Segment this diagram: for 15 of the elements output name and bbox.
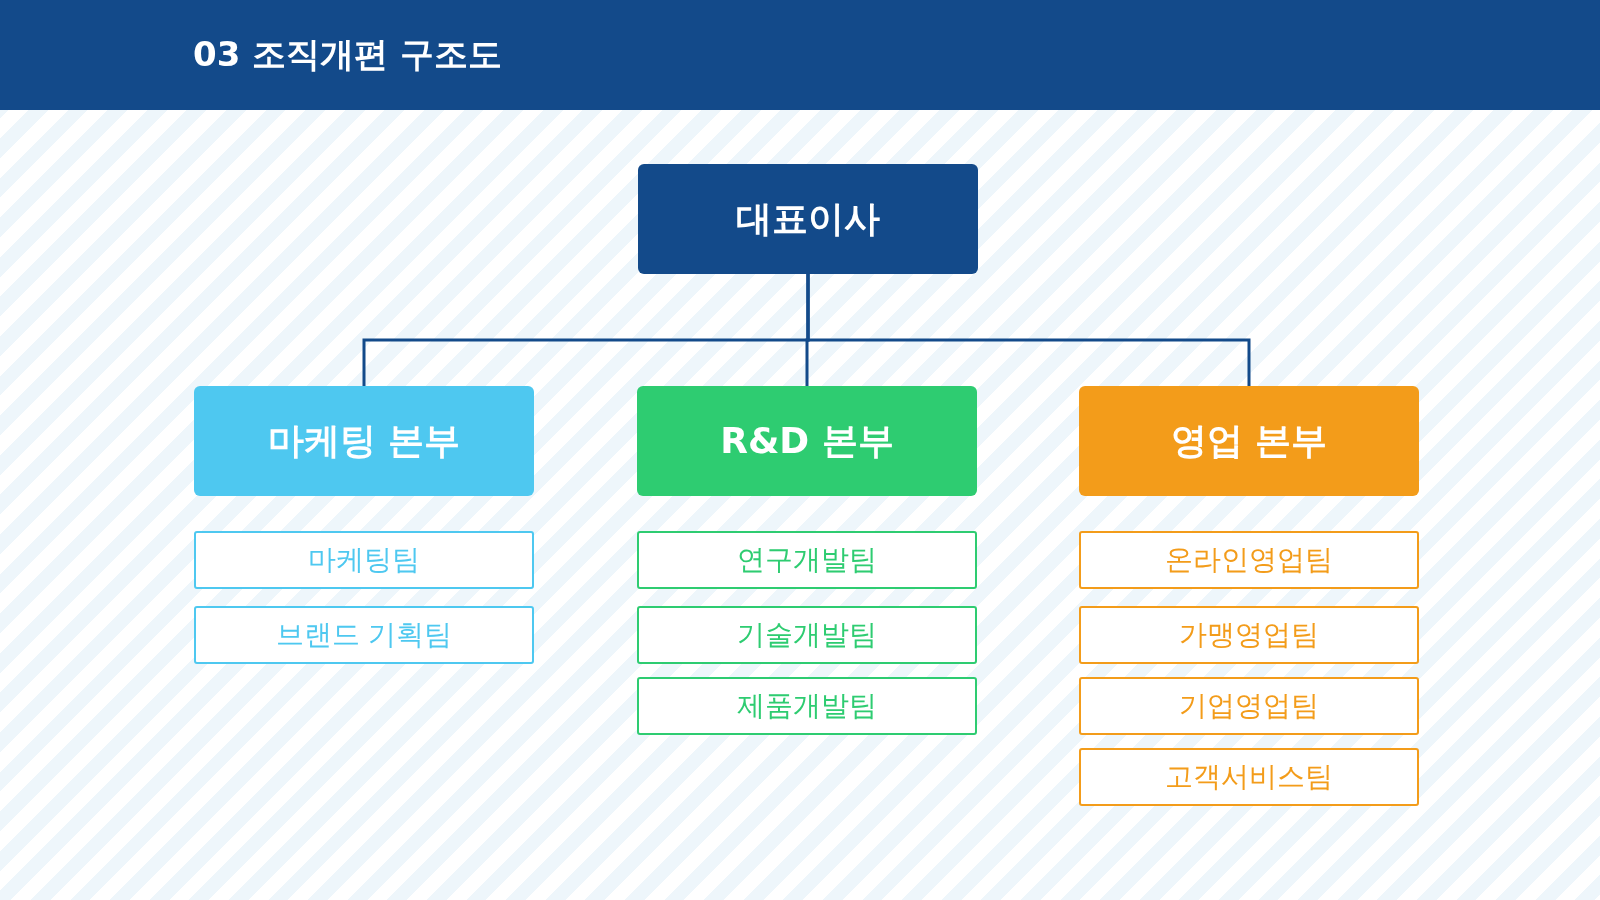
ceo-box: 대표이사 xyxy=(638,164,978,274)
team-box: 연구개발팀 xyxy=(637,531,977,589)
team-box: 고객서비스팀 xyxy=(1079,748,1419,806)
team-box: 가맹영업팀 xyxy=(1079,606,1419,664)
page-title: 03 조직개편 구조도 xyxy=(193,33,502,76)
division-box: R&D 본부 xyxy=(637,386,977,496)
division-box: 마케팅 본부 xyxy=(194,386,534,496)
team-box: 기업영업팀 xyxy=(1079,677,1419,735)
division-box: 영업 본부 xyxy=(1079,386,1419,496)
team-box: 브랜드 기획팀 xyxy=(194,606,534,664)
team-box: 기술개발팀 xyxy=(637,606,977,664)
team-box: 온라인영업팀 xyxy=(1079,531,1419,589)
team-box: 마케팅팀 xyxy=(194,531,534,589)
connector-line xyxy=(806,274,1251,386)
team-box: 제품개발팀 xyxy=(637,677,977,735)
